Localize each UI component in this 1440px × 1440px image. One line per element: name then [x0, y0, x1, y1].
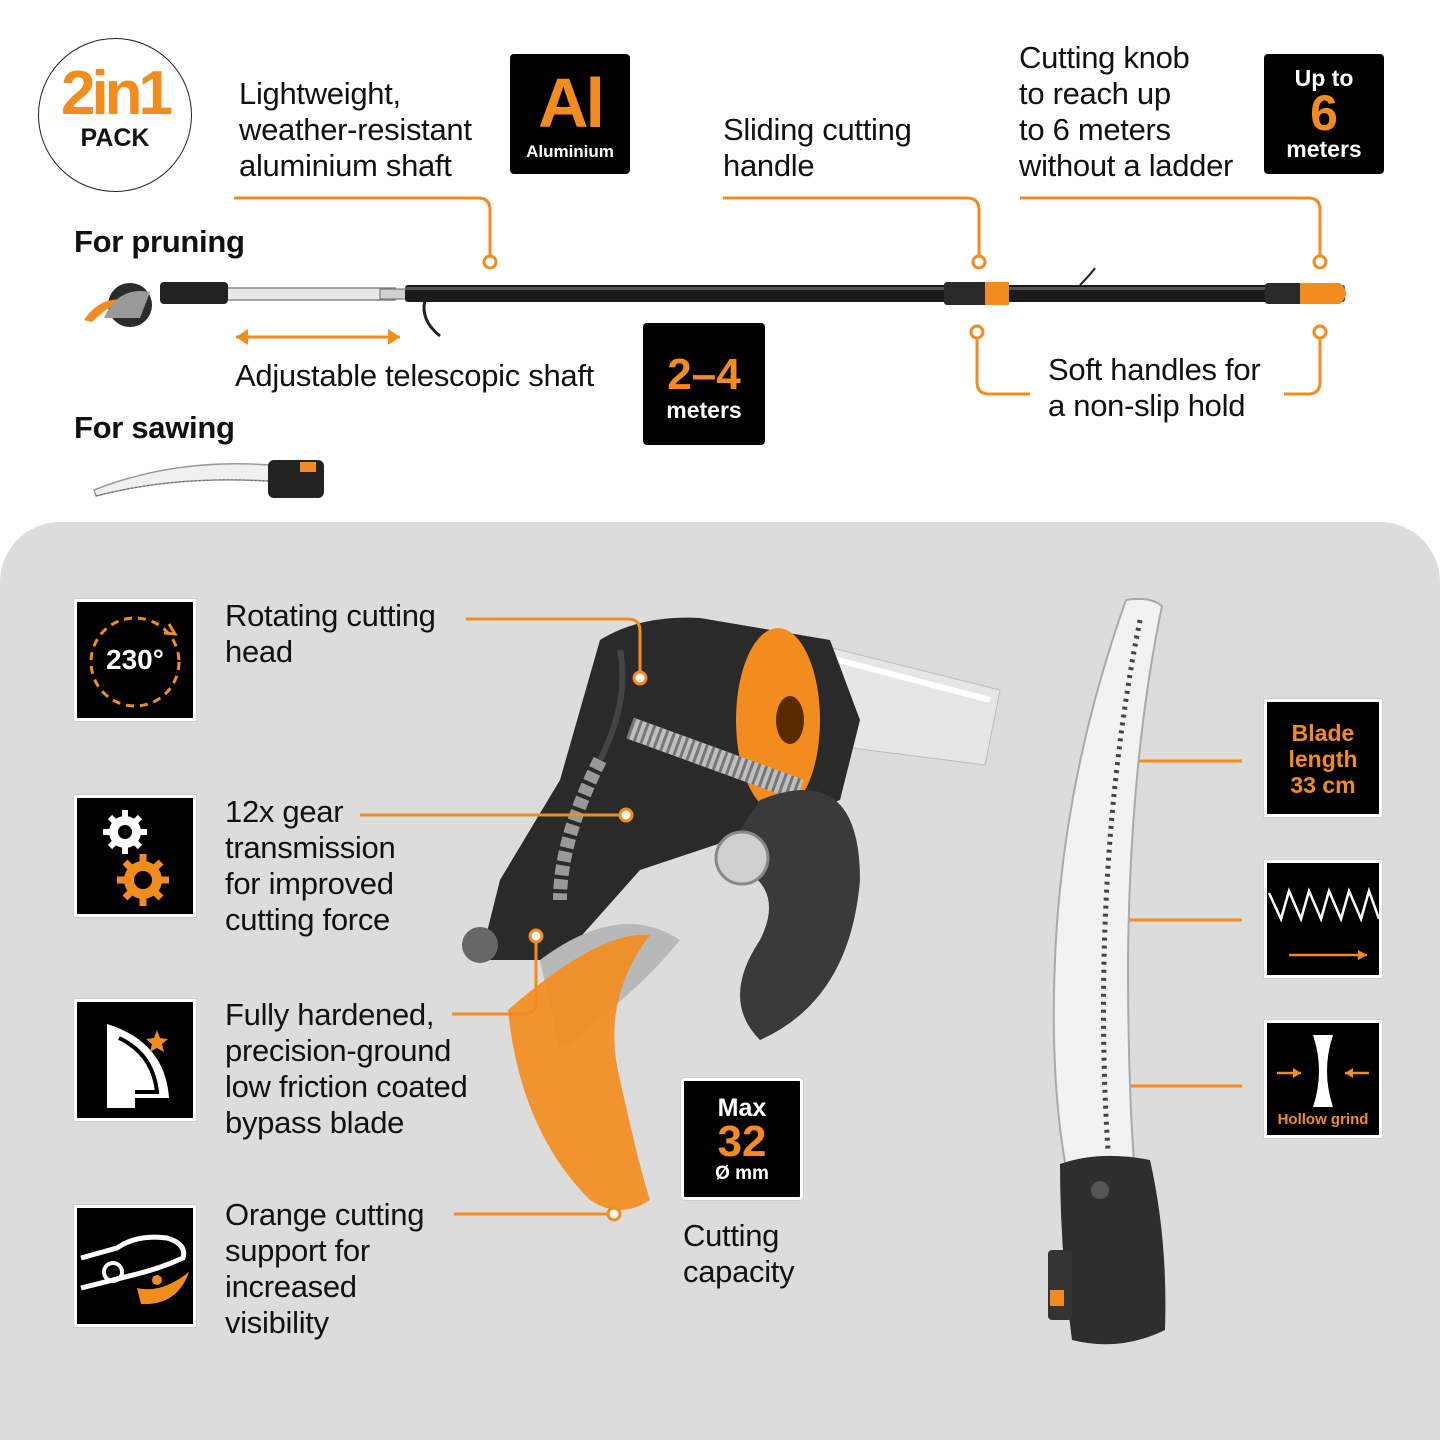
telescopic-unit: meters	[666, 397, 742, 423]
capacity-value: 32	[717, 1117, 767, 1166]
up-to-box: Up to 6 meters	[1264, 54, 1384, 174]
for-sawing-label: For sawing	[74, 410, 235, 445]
cutting-knob-text: Cutting knob to reach up to 6 meters wit…	[1019, 40, 1234, 183]
telescopic-value: 2–4	[667, 350, 741, 399]
hollow-grind-box: Hollow grind	[1264, 1020, 1382, 1138]
soft-handles-text: Soft handles for a non-slip hold	[1048, 352, 1261, 423]
tooth-pattern-box	[1264, 860, 1382, 978]
pack-badge-small: PACK	[80, 124, 150, 152]
aluminium-label: Aluminium	[526, 142, 614, 161]
telescopic-text: Adjustable telescopic shaft	[235, 358, 594, 393]
cutting-head-illustration	[360, 597, 1242, 1345]
hollow-grind-label: Hollow grind	[1277, 1111, 1369, 1128]
up-to-value: 6	[1310, 85, 1338, 141]
pack-badge: 2in1 PACK	[38, 38, 192, 192]
feature-icon-box-rotation: 230°	[74, 599, 196, 721]
feature-icon-box-blade	[74, 999, 196, 1121]
for-pruning-label: For pruning	[74, 224, 245, 259]
hollow-grind-icon	[1277, 1035, 1369, 1107]
feature-text-gear: 12x gear transmission for improved cutti…	[225, 794, 396, 937]
pruner-head-icon	[80, 1234, 189, 1305]
capacity-text: Cutting capacity	[683, 1218, 795, 1289]
up-to-unit: meters	[1286, 136, 1362, 162]
capacity-unit: Ø mm	[715, 1163, 769, 1184]
aluminium-box: Al Aluminium	[510, 54, 630, 174]
feature-text-rotation: Rotating cutting head	[225, 598, 436, 669]
shaft-text: Lightweight, weather-resistant aluminium…	[239, 76, 472, 183]
sliding-handle-text: Sliding cutting handle	[723, 112, 912, 183]
aluminium-symbol: Al	[538, 64, 605, 142]
pole-illustration	[84, 196, 1346, 498]
rotation-icon-label: 230°	[106, 644, 164, 675]
feature-text-support: Orange cutting support for increased vis…	[225, 1197, 425, 1340]
gear-icon	[103, 810, 169, 906]
capacity-box: Max 32 Ø mm	[681, 1078, 803, 1200]
rotation-icon	[89, 616, 181, 708]
blade-icon	[107, 1024, 169, 1108]
telescopic-box: 2–4 meters	[643, 323, 765, 445]
feature-icon-box-support	[74, 1205, 196, 1327]
capacity-max-label: Max	[717, 1094, 767, 1122]
feature-text-blade: Fully hardened, precision-ground low fri…	[225, 997, 468, 1140]
feature-icon-box-gear	[74, 795, 196, 917]
up-to-label: Up to	[1294, 65, 1354, 91]
pack-badge-big: 2in1	[60, 59, 173, 128]
blade-length-box: Blade length 33 cm	[1264, 699, 1382, 817]
saw-teeth-icon	[1267, 886, 1381, 960]
